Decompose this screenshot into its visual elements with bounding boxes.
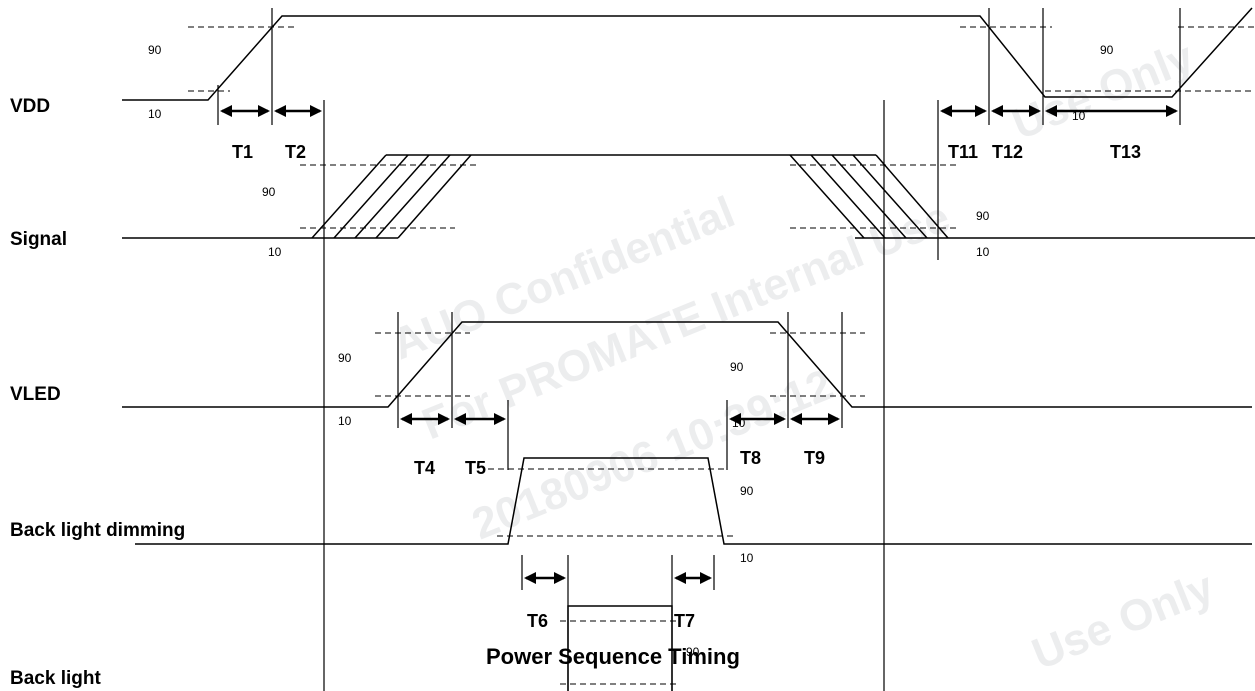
t13-arrowhead-left xyxy=(1045,105,1057,117)
t13-label: T13 xyxy=(1110,142,1141,162)
watermark: AUO Confidential For PROMATE Internal Us… xyxy=(385,32,1221,679)
t8-label: T8 xyxy=(740,448,761,468)
t5-arrowhead-right xyxy=(494,413,506,425)
signal-90-label: 90 xyxy=(262,185,276,199)
signal-90-label-right: 90 xyxy=(976,209,990,223)
backlight-waveform xyxy=(567,605,673,691)
vled-waveform xyxy=(122,321,1252,408)
t9-label: T9 xyxy=(804,448,825,468)
t9-arrowhead-left xyxy=(790,413,802,425)
signal-rise-edge-1 xyxy=(311,154,387,239)
t1-label: T1 xyxy=(232,142,253,162)
signal-fall-edge-5 xyxy=(875,154,949,239)
t12-arrowhead-right xyxy=(1029,105,1041,117)
dimming-10-label: 10 xyxy=(740,551,754,565)
t2-label: T2 xyxy=(285,142,306,162)
signal-fall-edge-2 xyxy=(810,154,886,239)
backlight-row: Back light 90 xyxy=(10,605,700,691)
vdd-10-label: 10 xyxy=(148,107,162,121)
t4-arrowhead-right xyxy=(438,413,450,425)
vdd-90-label-right: 90 xyxy=(1100,43,1114,57)
t12-label: T12 xyxy=(992,142,1023,162)
t9-arrowhead-right xyxy=(828,413,840,425)
t11-label: T11 xyxy=(948,142,978,162)
t13-arrowhead-right xyxy=(1166,105,1178,117)
t2-arrowhead-left xyxy=(274,105,286,117)
signal-10-label-right: 10 xyxy=(976,245,990,259)
signal-fall-edge-1 xyxy=(789,154,865,239)
signal-label: Signal xyxy=(10,229,67,250)
t12-arrowhead-left xyxy=(991,105,1003,117)
t6-arrowhead-right xyxy=(554,572,566,584)
signal-rise-edge-3 xyxy=(354,154,430,239)
vdd-label: VDD xyxy=(10,96,50,117)
t1-arrowhead-right xyxy=(258,105,270,117)
t6-arrowhead-left xyxy=(524,572,536,584)
signal-fall-edge-4 xyxy=(852,154,928,239)
t7-arrowhead-left xyxy=(674,572,686,584)
diagram-caption: Power Sequence Timing xyxy=(486,644,740,669)
t1-arrowhead-left xyxy=(220,105,232,117)
backlight-label: Back light xyxy=(10,668,101,689)
t11-arrowhead-left xyxy=(940,105,952,117)
dimming-arrows xyxy=(524,572,712,584)
t11-arrowhead-right xyxy=(975,105,987,117)
vdd-arrows xyxy=(220,105,1178,117)
vdd-10-label-right: 10 xyxy=(1072,109,1086,123)
backlight-90-label: 90 xyxy=(686,645,700,659)
backlight-dimming-row: Back light dimming 90 10 xyxy=(10,457,1252,691)
t7-label: T7 xyxy=(674,611,695,631)
t4-label: T4 xyxy=(414,458,435,478)
t4-arrowhead-left xyxy=(400,413,412,425)
t2-arrowhead-right xyxy=(310,105,322,117)
t5-arrowhead-left xyxy=(454,413,466,425)
vdd-row: VDD 90 10 90 10 xyxy=(10,7,1255,260)
signal-rise-edge-5 xyxy=(397,154,472,239)
signal-fall-edge-3 xyxy=(831,154,907,239)
vled-10-label: 10 xyxy=(338,414,352,428)
vled-label: VLED xyxy=(10,384,61,405)
vled-row: VLED 90 10 90 10 xyxy=(10,312,1252,470)
t7-arrowhead-right xyxy=(700,572,712,584)
signal-row: Signal 90 10 90 10 xyxy=(10,154,1255,259)
backlight-dimming-label: Back light dimming xyxy=(10,520,185,541)
signal-rise-edge-2 xyxy=(333,154,409,239)
dimming-90-label: 90 xyxy=(740,484,754,498)
signal-rise-edge-4 xyxy=(375,154,451,239)
t8-arrowhead-right xyxy=(774,413,786,425)
vled-90-label: 90 xyxy=(338,351,352,365)
vled-arrows xyxy=(400,413,840,425)
t8-arrowhead-left xyxy=(729,413,741,425)
t6-label: T6 xyxy=(527,611,548,631)
vled-90-label-right: 90 xyxy=(730,360,744,374)
vdd-90-label: 90 xyxy=(148,43,162,57)
t5-label: T5 xyxy=(465,458,486,478)
signal-10-label: 10 xyxy=(268,245,282,259)
watermark-line-5: Use Only xyxy=(1025,562,1221,679)
backlight-dimming-waveform xyxy=(135,457,1252,545)
vdd-waveform xyxy=(122,7,1253,101)
